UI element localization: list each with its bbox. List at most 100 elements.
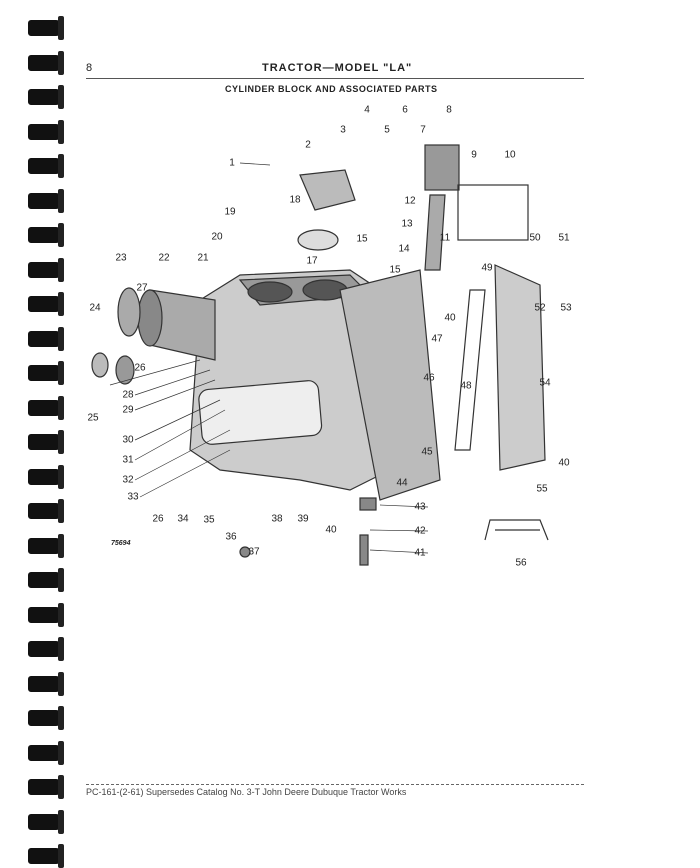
part-callout: 37	[248, 546, 260, 558]
binding-ring	[28, 740, 64, 765]
part-callout: 40	[325, 524, 337, 536]
part-callout: 44	[396, 477, 408, 489]
part-callout: 3	[340, 124, 346, 136]
part-callout: 35	[203, 514, 215, 526]
binding-ring	[28, 568, 64, 592]
binding-ring	[28, 499, 64, 523]
part-callout: 34	[177, 513, 189, 525]
part-callout: 51	[558, 232, 570, 244]
nut	[239, 546, 251, 558]
part-callout: 53	[560, 302, 572, 314]
binding-ring	[28, 188, 64, 213]
part-callout: 22	[158, 252, 170, 264]
part-callout: 21	[197, 252, 209, 264]
housing-end	[137, 289, 163, 347]
bearing	[115, 355, 135, 385]
part-callout: 26	[152, 513, 164, 525]
part-callout: 13	[401, 218, 413, 230]
part-callout: 23	[115, 252, 127, 264]
gasket-plate	[454, 289, 486, 451]
part-callout: 9	[471, 149, 477, 161]
page-number: 8	[86, 62, 93, 74]
section-title: CYLINDER BLOCK AND ASSOCIATED PARTS	[225, 84, 438, 94]
part-callout: 1	[229, 157, 235, 169]
part-callout: 6	[402, 104, 408, 116]
binding-ring	[28, 50, 64, 75]
part-callout: 54	[539, 377, 551, 389]
binding-ring	[28, 602, 64, 627]
part-callout: 29	[122, 404, 134, 416]
part-callout: 40	[444, 312, 456, 324]
spiral-binding	[0, 0, 70, 868]
part-callout: 47	[431, 333, 443, 345]
binding-ring	[28, 533, 64, 558]
part-callout: 30	[122, 434, 134, 446]
part-callout: 20	[211, 231, 223, 243]
part-callout: 4	[364, 104, 370, 116]
part-callout: 31	[122, 454, 134, 466]
part-callout: 26	[134, 362, 146, 374]
part-callout: 5	[384, 124, 390, 136]
part-callout: 10	[504, 149, 516, 161]
part-callout: 55	[536, 483, 548, 495]
end-plate	[494, 264, 546, 471]
part-callout: 27	[136, 282, 148, 294]
part-callout: 52	[534, 302, 546, 314]
binding-ring	[28, 395, 64, 420]
binding-ring	[28, 464, 64, 489]
bolt	[359, 534, 369, 566]
part-callout: 25	[87, 412, 99, 424]
side-cover	[198, 380, 323, 445]
part-callout: 18	[289, 194, 301, 206]
part-callout: 41	[414, 547, 426, 559]
gasket	[297, 229, 339, 251]
part-callout: 15	[389, 264, 401, 276]
part-callout: 7	[420, 124, 426, 136]
part-callout: 49	[481, 262, 493, 274]
manifold	[299, 169, 356, 211]
part-callout: 39	[297, 513, 309, 525]
seal-ring	[117, 287, 141, 337]
block-side	[339, 269, 441, 501]
part-callout: 17	[306, 255, 318, 267]
leader-lines	[109, 162, 429, 554]
part-callout: 45	[421, 446, 433, 458]
binding-ring	[28, 292, 64, 316]
binding-ring	[28, 706, 64, 730]
binding-ring	[28, 361, 64, 385]
part-callout: 48	[460, 380, 472, 392]
part-callout: 43	[414, 501, 426, 513]
binding-ring	[28, 637, 64, 661]
binding-ring	[28, 430, 64, 454]
part-callout: 38	[271, 513, 283, 525]
fitting	[359, 497, 377, 511]
part-callout: 50	[529, 232, 541, 244]
part-callout: 2	[305, 139, 311, 151]
page-title: TRACTOR—MODEL "LA"	[262, 62, 413, 74]
tube	[424, 194, 446, 271]
binding-ring	[28, 809, 64, 834]
binding-ring	[28, 154, 64, 178]
part-callout: 28	[122, 389, 134, 401]
part-callout: 11	[439, 232, 451, 244]
cylinder-bore	[247, 281, 293, 303]
detail-box	[457, 184, 529, 241]
binding-ring	[28, 671, 64, 696]
part-callout: 19	[224, 206, 236, 218]
part-callout: 56	[515, 557, 527, 569]
binding-ring	[28, 119, 64, 144]
binding-ring	[28, 257, 64, 282]
footer-text: PC-161-(2-61) Supersedes Catalog No. 3-T…	[86, 787, 407, 797]
part-callout: 8	[446, 104, 452, 116]
part-callout: 46	[423, 372, 435, 384]
sleeve	[424, 144, 460, 191]
binding-ring	[28, 775, 64, 799]
bracket	[484, 519, 549, 541]
binding-ring	[28, 326, 64, 351]
part-callout: 15	[356, 233, 368, 245]
part-callout: 33	[127, 491, 139, 503]
part-callout: 32	[122, 474, 134, 486]
part-callout: 40	[558, 457, 570, 469]
binding-ring	[28, 16, 64, 40]
